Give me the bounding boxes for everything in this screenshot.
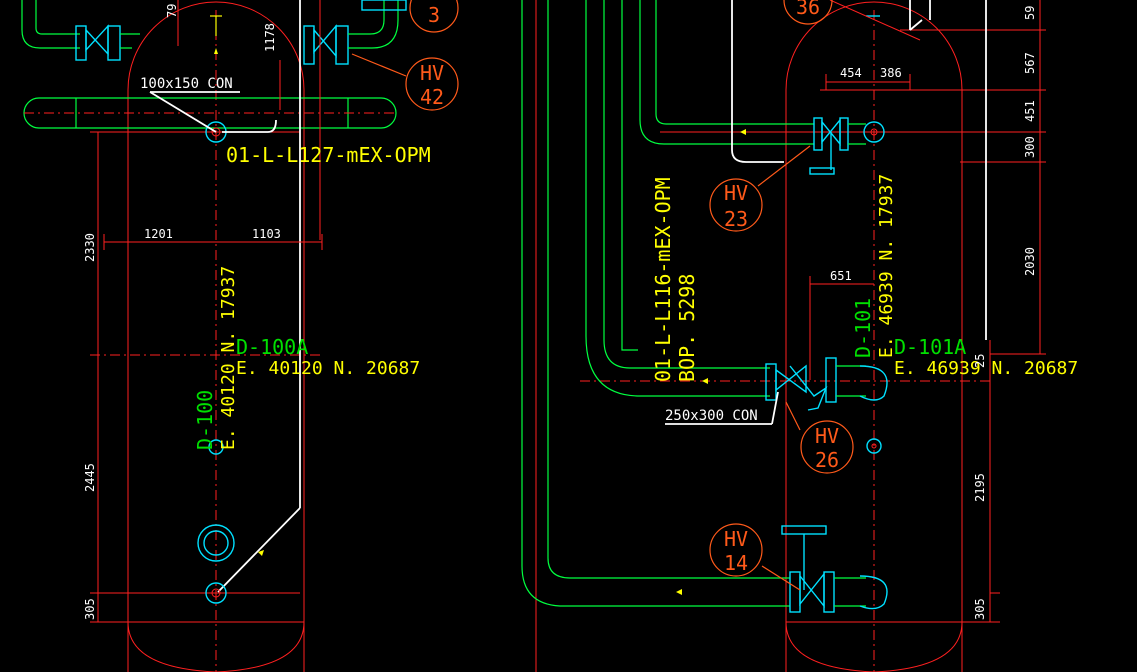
- dim-2445: 2445: [83, 463, 97, 492]
- right-dimensions: [809, 29, 1046, 380]
- right-valves: [765, 0, 921, 613]
- hv26-label-bottom: 26: [815, 448, 839, 472]
- valve-bubble-hv14: HV 14: [709, 523, 763, 577]
- dim-1103: 1103: [252, 227, 281, 241]
- dim-2030: 2030: [1023, 247, 1037, 276]
- right-piping: [521, 0, 987, 607]
- valve-bubbles: HV 42 HV 23 HV 26 HV 14 3 36: [405, 0, 854, 577]
- right-vessel-coords-vertical: E. 46939 N. 17937: [876, 174, 897, 358]
- hv42-label-bottom: 42: [420, 85, 444, 109]
- left-dimensions: [103, 234, 323, 250]
- dim-1201: 1201: [144, 227, 173, 241]
- dim-59: 59: [1023, 6, 1037, 20]
- left-labels: 100x150 CON 01-L-L127-mEX-OPM D-100A E. …: [83, 4, 431, 620]
- hv14-label-bottom: 14: [724, 551, 748, 575]
- leader-lines: [149, 53, 811, 591]
- dim-2330: 2330: [83, 233, 97, 262]
- dim-79: 79: [165, 4, 179, 18]
- bubble-36: 36: [783, 0, 833, 25]
- dim-651: 651: [830, 269, 852, 283]
- valve-bubble-hv23: HV 23: [709, 178, 763, 232]
- valve-bubble-hv26: HV 26: [800, 420, 854, 474]
- dim-1178: 1178: [263, 23, 277, 52]
- left-reducer-label: 100x150 CON: [140, 76, 233, 92]
- dim-386: 386: [880, 66, 902, 80]
- dim-300: 300: [1023, 136, 1037, 158]
- left-vessel-tag-vertical: D-100: [193, 390, 217, 450]
- bubble-36-label: 36: [796, 0, 820, 19]
- left-top-piping: [21, 0, 407, 129]
- hv14-label-top: HV: [724, 527, 748, 551]
- dim-451: 451: [1023, 100, 1037, 122]
- left-line-number: 01-L-L127-mEX-OPM: [226, 143, 431, 167]
- right-reducer-label: 250x300 CON: [665, 408, 758, 424]
- dim-305-left: 305: [83, 598, 97, 620]
- left-vessel-tag: D-100A: [236, 335, 308, 359]
- right-vessel-tag-vertical: D-101: [851, 298, 875, 358]
- flow-arrows: [214, 48, 746, 595]
- hv26-label-top: HV: [815, 424, 839, 448]
- dim-567: 567: [1023, 52, 1037, 74]
- vessel-left: [90, 1, 320, 672]
- left-vessel-coords-vertical: E. 40120 N. 17937: [218, 266, 239, 450]
- right-bop: BOP. 5298: [675, 274, 699, 382]
- bubble-3: 3: [409, 0, 459, 33]
- hv42-label-top: HV: [420, 61, 444, 85]
- valve-bubble-hv42: HV 42: [405, 57, 459, 111]
- hv23-label-bottom: 23: [724, 207, 748, 231]
- left-vessel-coords: E. 40120 N. 20687: [236, 358, 420, 379]
- dim-454: 454: [840, 66, 862, 80]
- right-line-number: 01-L-L116-mEX-OPM: [651, 177, 675, 382]
- right-labels: 01-L-L116-mEX-OPM BOP. 5298 250x300 CON …: [651, 6, 1078, 620]
- vessel-right: [535, 0, 1046, 672]
- dim-305-right: 305: [973, 598, 987, 620]
- dim-25: 25: [973, 354, 987, 368]
- right-vessel-tag: D-101A: [894, 335, 966, 359]
- dim-2195: 2195: [973, 473, 987, 502]
- hv23-label-top: HV: [724, 181, 748, 205]
- left-nozzles: [177, 0, 321, 604]
- right-vessel-coords: E. 46939 N. 20687: [894, 358, 1078, 379]
- bubble-3-label: 3: [428, 3, 440, 27]
